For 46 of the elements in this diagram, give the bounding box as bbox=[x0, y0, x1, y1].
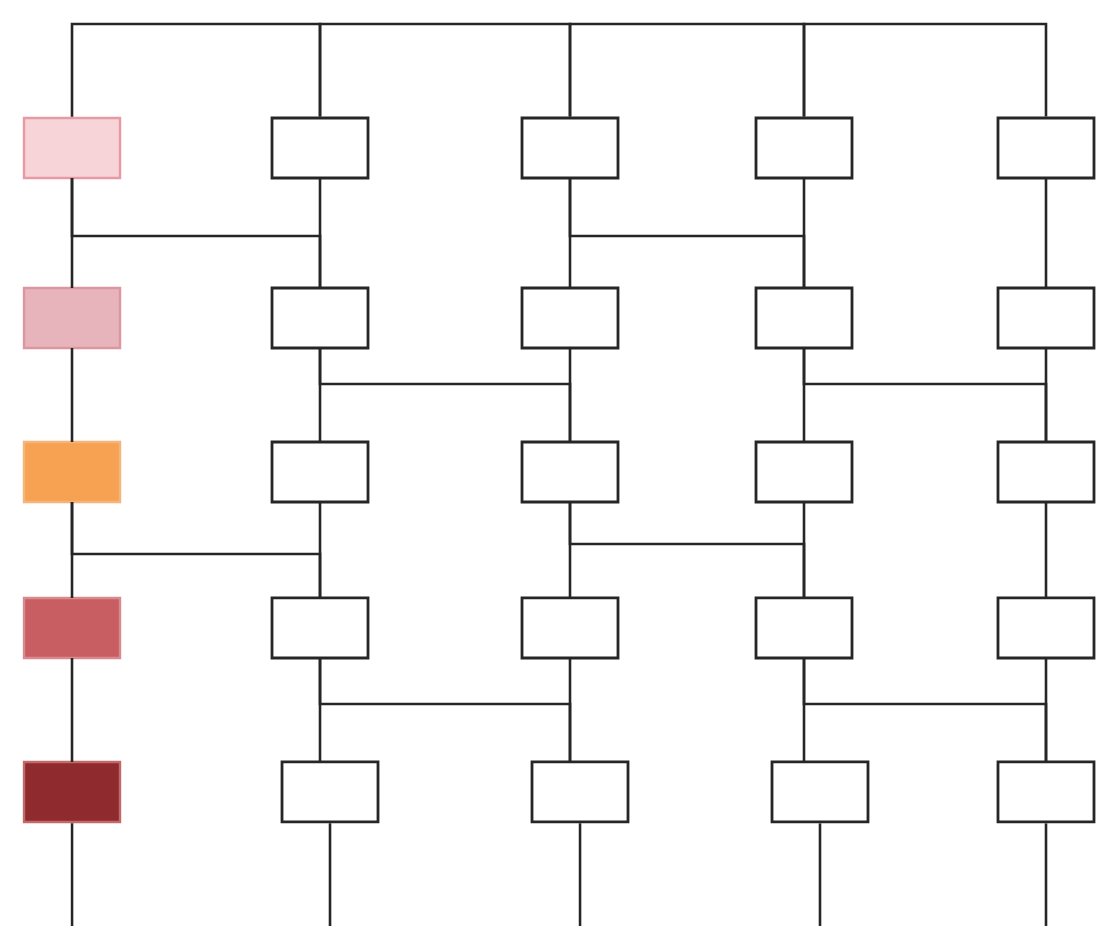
box bbox=[996, 286, 1096, 350]
connector-line bbox=[578, 823, 582, 926]
box bbox=[520, 596, 620, 660]
connector-line bbox=[70, 823, 74, 926]
connector-line bbox=[318, 348, 572, 442]
connector-line bbox=[568, 22, 806, 117]
connector-line bbox=[802, 658, 1048, 762]
box bbox=[754, 440, 854, 504]
box bbox=[22, 596, 122, 660]
box bbox=[754, 286, 854, 350]
connector-line bbox=[318, 22, 572, 117]
box bbox=[22, 760, 122, 824]
box bbox=[22, 440, 122, 504]
box bbox=[270, 286, 370, 350]
box bbox=[270, 116, 370, 180]
connector-line bbox=[568, 178, 806, 288]
connector-line bbox=[568, 502, 806, 598]
connector-line bbox=[70, 658, 74, 762]
connector-line bbox=[70, 348, 74, 442]
connector-line bbox=[818, 823, 822, 926]
connector-line bbox=[328, 823, 332, 926]
connector-line bbox=[802, 22, 1048, 117]
connector-line bbox=[802, 348, 1048, 442]
box bbox=[520, 286, 620, 350]
box bbox=[996, 760, 1096, 824]
box bbox=[996, 116, 1096, 180]
box bbox=[996, 440, 1096, 504]
box bbox=[520, 116, 620, 180]
box bbox=[280, 760, 380, 824]
connector-line bbox=[1044, 502, 1048, 598]
connector-line bbox=[70, 178, 322, 288]
connector-line bbox=[70, 502, 322, 598]
connector-line bbox=[70, 22, 322, 117]
box bbox=[770, 760, 870, 824]
box bbox=[270, 440, 370, 504]
box bbox=[270, 596, 370, 660]
connector-line bbox=[1044, 823, 1048, 926]
box bbox=[22, 286, 122, 350]
connector-line bbox=[318, 658, 572, 762]
box bbox=[996, 596, 1096, 660]
box bbox=[754, 596, 854, 660]
box bbox=[530, 760, 630, 824]
connector-line bbox=[1044, 178, 1048, 288]
box bbox=[754, 116, 854, 180]
box bbox=[22, 116, 122, 180]
box bbox=[520, 440, 620, 504]
